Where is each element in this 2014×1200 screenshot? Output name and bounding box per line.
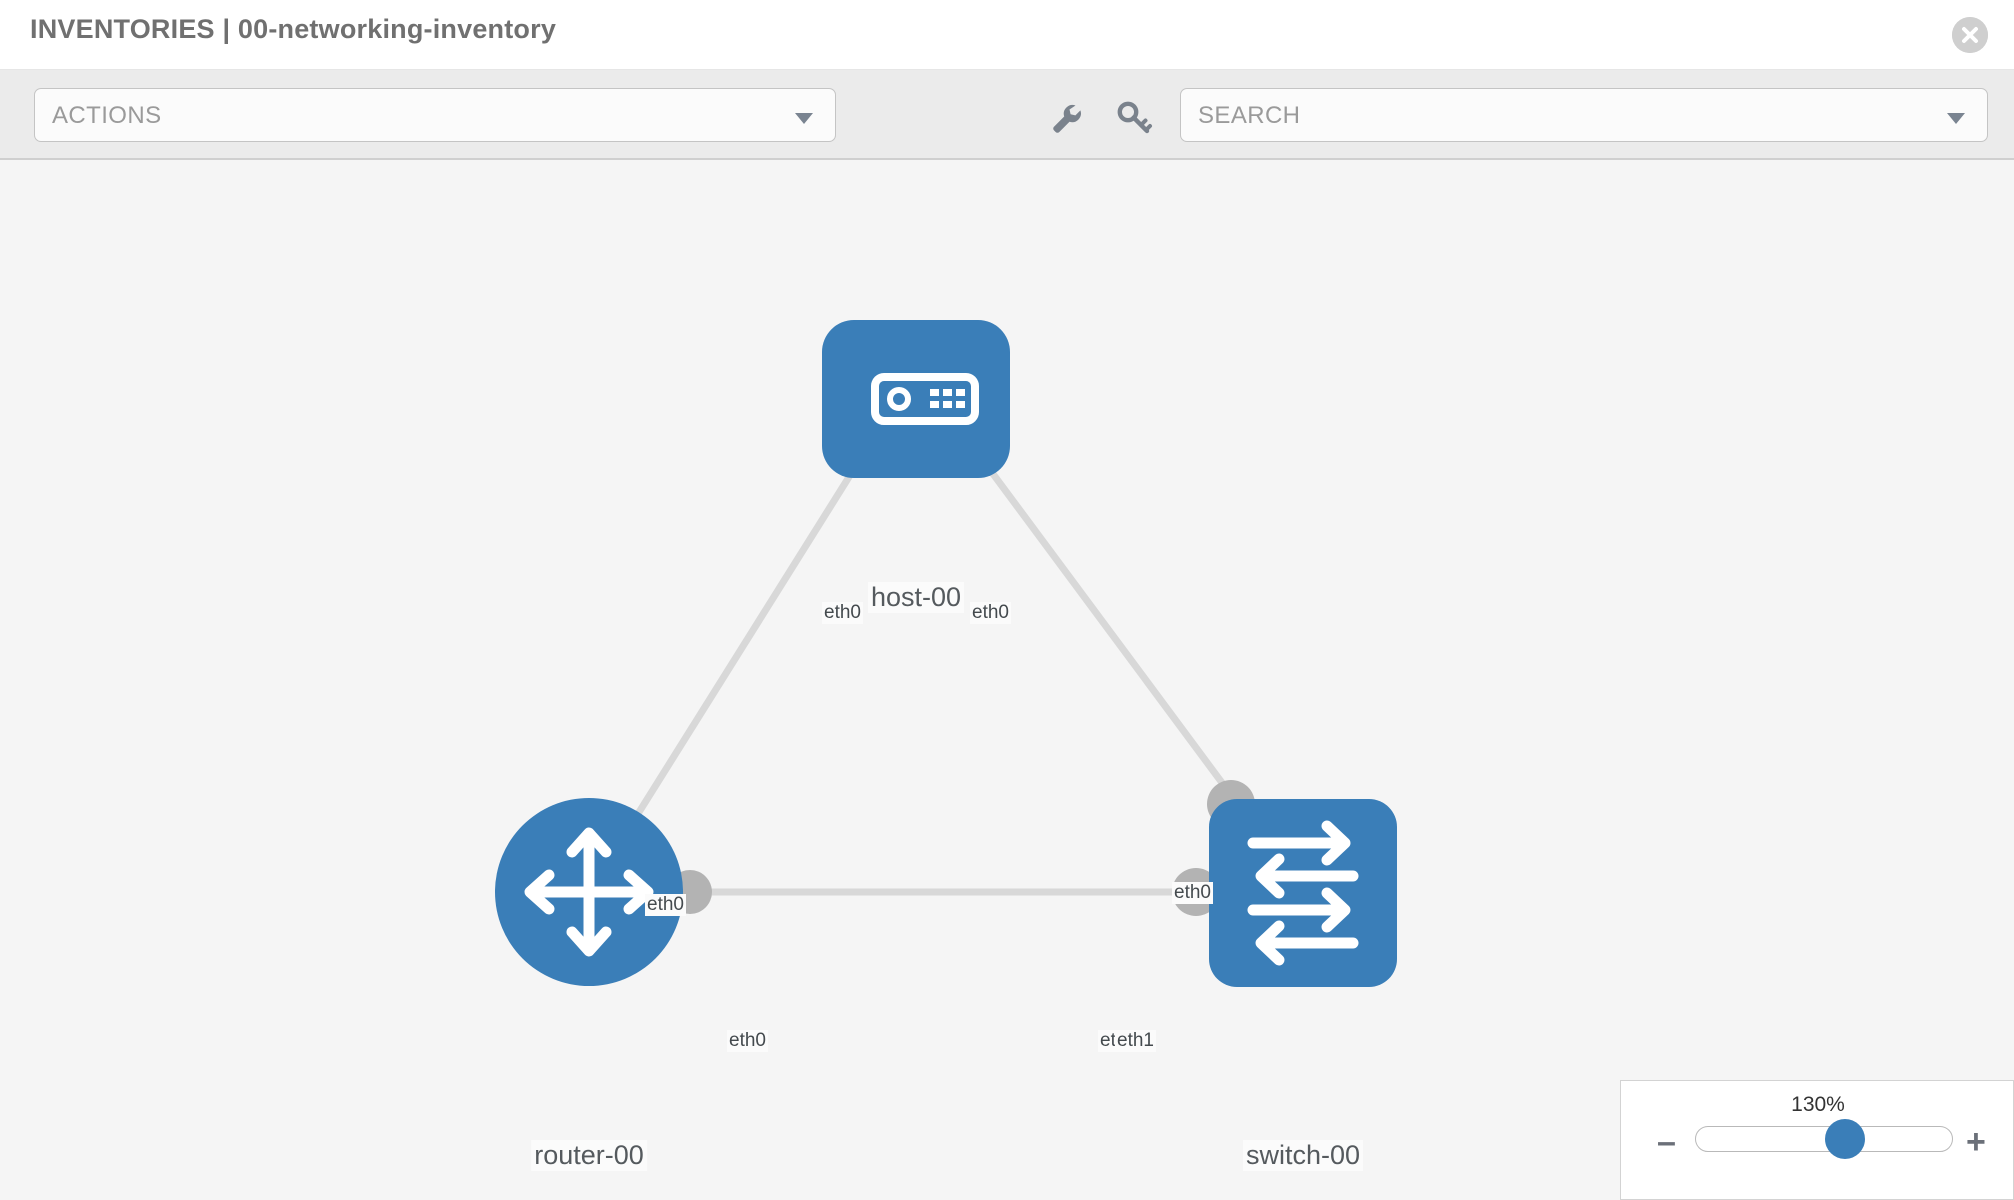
node-label-host-00: host-00 (867, 582, 965, 613)
node-router-00[interactable] (495, 798, 683, 986)
topology-graph (495, 320, 1397, 987)
actions-dropdown-label: ACTIONS (52, 102, 162, 129)
key-icon[interactable] (1114, 98, 1154, 138)
wrench-icon[interactable] (1046, 98, 1086, 138)
zoom-out-button[interactable]: – (1657, 1123, 1676, 1161)
node-host-00[interactable] (822, 320, 1010, 481)
iface-label-router-up-eth0: eth0 (645, 894, 686, 916)
zoom-slider-track[interactable] (1695, 1126, 1953, 1152)
toolbar: ACTIONS SEARCH (0, 70, 2014, 160)
switch-arrows-icon (1247, 820, 1359, 966)
chevron-down-icon (1947, 113, 1965, 124)
page-header: INVENTORIES | 00-networking-inventory (0, 0, 2014, 70)
server-icon (871, 373, 979, 425)
iface-label-switch-up-eth0: eth0 (1172, 882, 1213, 904)
zoom-slider-thumb[interactable] (1824, 1119, 1865, 1159)
iface-label-switch-left-eth1: eth1 (1115, 1030, 1156, 1052)
zoom-control-panel: 130% – + (1620, 1080, 2014, 1200)
iface-label-host-right-eth0: eth0 (970, 602, 1011, 624)
node-label-router-00: router-00 (531, 1140, 647, 1171)
search-placeholder: SEARCH (1198, 102, 1301, 129)
topology-canvas[interactable]: eth0 eth0 eth0 eth0 eth0 eth0 eth1 host-… (0, 162, 2014, 1200)
chevron-down-icon (795, 113, 813, 124)
node-switch-00[interactable] (1209, 799, 1397, 987)
node-label-switch-00: switch-00 (1242, 1140, 1364, 1171)
zoom-in-button[interactable]: + (1966, 1123, 1986, 1161)
page-title: INVENTORIES | 00-networking-inventory (30, 14, 557, 44)
actions-dropdown[interactable]: ACTIONS (34, 88, 836, 142)
close-icon[interactable] (1952, 17, 1988, 53)
search-input[interactable]: SEARCH (1180, 88, 1988, 142)
zoom-level-value: 130% (1791, 1093, 1845, 1116)
interface-dots (668, 412, 1255, 916)
router-arrows-icon (524, 827, 654, 957)
iface-label-host-left-eth0: eth0 (822, 602, 863, 624)
iface-label-router-right-eth0: eth0 (727, 1030, 768, 1052)
